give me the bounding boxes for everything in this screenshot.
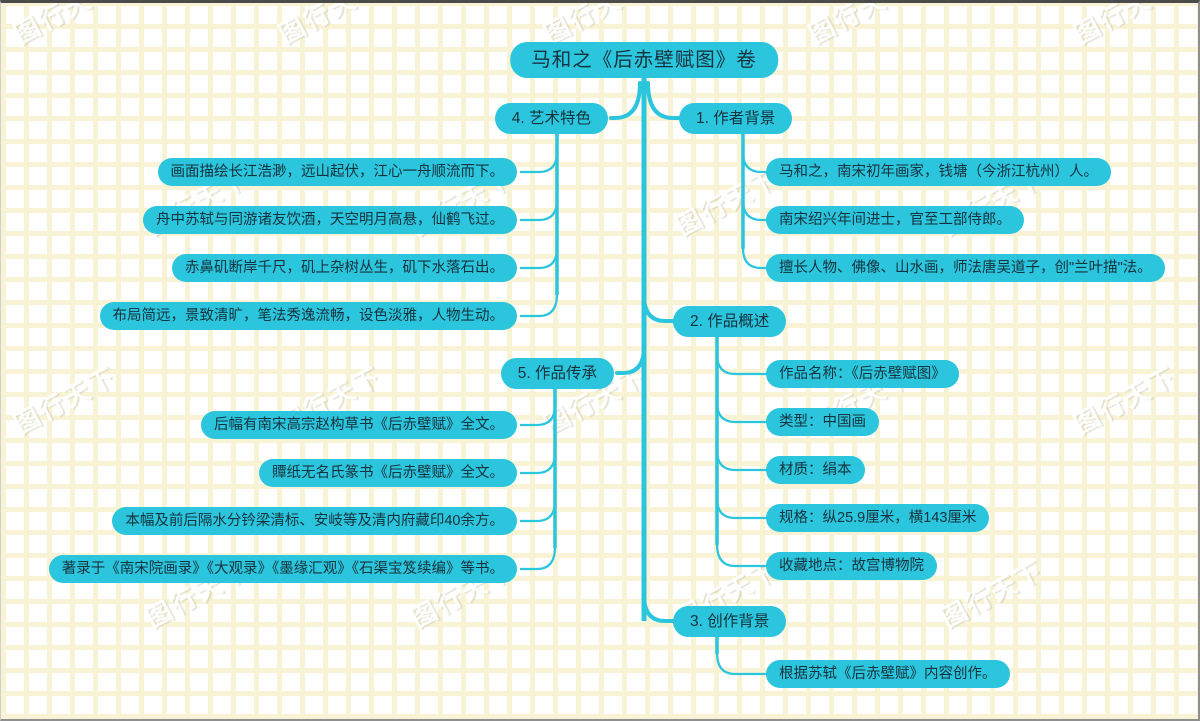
child-topic-5-4[interactable]: 著录于《南宋院画录》《大观录》《墨缘汇观》《石渠宝笈续编》等书。 (48, 555, 517, 583)
child-topic-3-1[interactable]: 根据苏轼《后赤壁赋》内容创作。 (766, 660, 1010, 688)
child-topic-4-1[interactable]: 画面描绘长江浩渺，远山起伏，江心一舟顺流而下。 (157, 158, 517, 186)
child-topic-4-3[interactable]: 赤鼻矶断岸千尺，矶上杂树丛生，矶下水落石出。 (172, 254, 517, 282)
child-topic-2-1[interactable]: 作品名称：《后赤壁赋图》 (766, 360, 959, 388)
child-topic-1-2[interactable]: 南宋绍兴年间进士，官至工部侍郎。 (766, 206, 1024, 234)
child-topic-1-1[interactable]: 马和之，南宋初年画家，钱塘（今浙江杭州）人。 (766, 158, 1111, 186)
connector-lines (520, 75, 767, 676)
branch-topic-3[interactable]: 3. 创作背景 (673, 606, 787, 637)
child-topic-2-3[interactable]: 材质：绢本 (766, 456, 865, 484)
branch-topic-1[interactable]: 1. 作者背景 (679, 103, 793, 134)
child-topic-5-3[interactable]: 本幅及前后隔水分钤梁清标、安岐等及清内府藏印40余方。 (112, 507, 517, 535)
branch-topic-5[interactable]: 5. 作品传承 (500, 358, 614, 389)
child-topic-4-4[interactable]: 布局简远，景致清旷，笔法秀逸流畅，设色淡雅，人物生动。 (99, 302, 517, 330)
child-topic-2-2[interactable]: 类型：中国画 (766, 408, 879, 436)
child-topic-2-5[interactable]: 收藏地点：故宫博物院 (766, 552, 937, 580)
root-topic[interactable]: 马和之《后赤壁赋图》卷 (510, 42, 778, 78)
branch-topic-4[interactable]: 4. 艺术特色 (494, 103, 608, 134)
child-topic-2-4[interactable]: 规格：纵25.9厘米，横143厘米 (766, 504, 990, 532)
child-topic-5-2[interactable]: 贉纸无名氏篆书《后赤壁赋》全文。 (259, 459, 517, 487)
child-topic-4-2[interactable]: 舟中苏轼与同游诸友饮酒，天空明月高悬，仙鹤飞过。 (143, 206, 517, 234)
child-topic-5-1[interactable]: 后幅有南宋高宗赵构草书《后赤壁赋》全文。 (201, 411, 517, 439)
branch-topic-2[interactable]: 2. 作品概述 (673, 306, 787, 337)
child-topic-1-3[interactable]: 擅长人物、佛像、山水画，师法唐吴道子，创"兰叶描"法。 (766, 254, 1165, 282)
